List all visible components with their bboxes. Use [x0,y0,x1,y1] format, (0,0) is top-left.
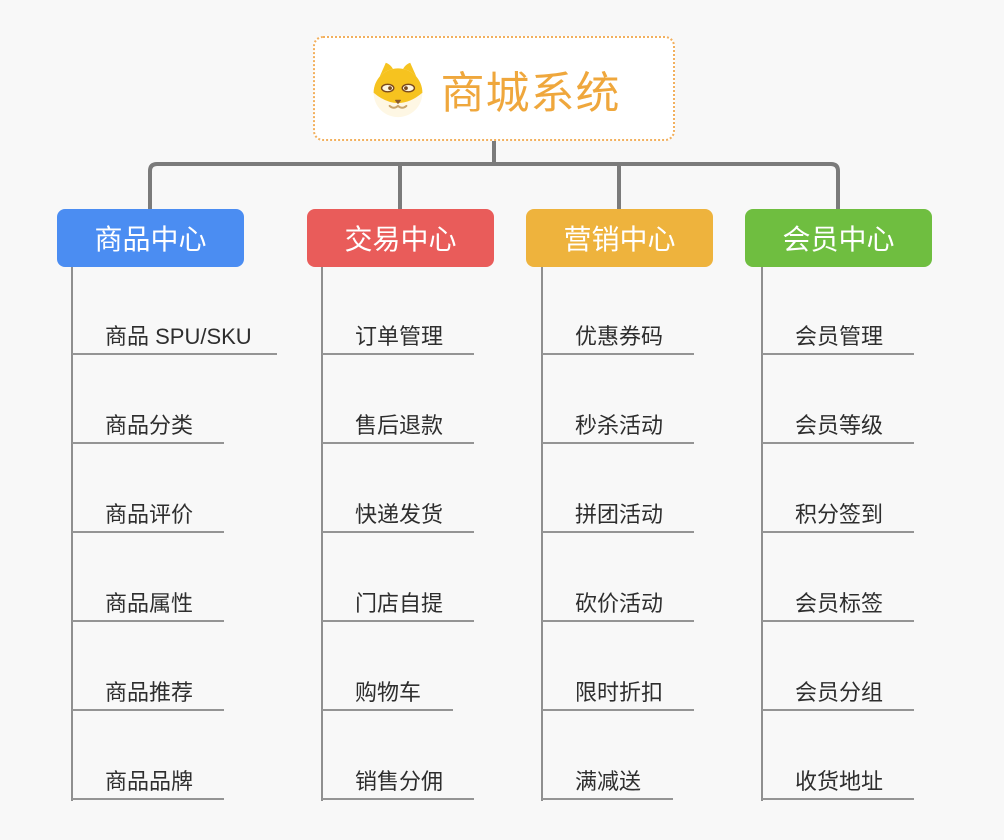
branch-spine [761,267,763,801]
branch-label: 营销中心 [563,224,676,255]
subtopic-node[interactable]: 商品属性 [72,584,224,622]
doge-icon [368,59,428,119]
subtopic-node[interactable]: 商品评价 [72,495,224,533]
root-topic[interactable]: 商城系统 [313,36,675,141]
subtopic-node[interactable]: 商品品牌 [72,762,224,800]
subtopic-node[interactable]: 销售分佣 [322,762,474,800]
subtopic-node[interactable]: 会员等级 [762,406,914,444]
subtopic-node[interactable]: 拼团活动 [542,495,694,533]
subtopic-node[interactable]: 会员分组 [762,673,914,711]
branch-spine [541,267,543,801]
branch-product-center[interactable]: 商品中心 [57,209,244,267]
subtopic-node[interactable]: 订单管理 [322,317,474,355]
branch-spine [321,267,323,801]
branch-spine [71,267,73,801]
branch-marketing-center[interactable]: 营销中心 [526,209,713,267]
subtopic-node[interactable]: 积分签到 [762,495,914,533]
subtopic-node[interactable]: 优惠券码 [542,317,694,355]
branch-member-center[interactable]: 会员中心 [745,209,932,267]
subtopic-node[interactable]: 商品推荐 [72,673,224,711]
subtopic-node[interactable]: 售后退款 [322,406,474,444]
branch-trade-center[interactable]: 交易中心 [307,209,494,267]
subtopic-node[interactable]: 收货地址 [762,762,914,800]
branch-label: 交易中心 [344,224,457,255]
subtopic-node[interactable]: 门店自提 [322,584,474,622]
subtopic-node[interactable]: 满减送 [542,762,673,800]
subtopic-node[interactable]: 会员标签 [762,584,914,622]
subtopic-node[interactable]: 商品分类 [72,406,224,444]
branch-label: 会员中心 [782,224,895,255]
subtopic-node[interactable]: 秒杀活动 [542,406,694,444]
branch-label: 商品中心 [94,224,207,255]
subtopic-node[interactable]: 砍价活动 [542,584,694,622]
subtopic-node[interactable]: 快递发货 [322,495,474,533]
subtopic-node[interactable]: 购物车 [322,673,453,711]
subtopic-node[interactable]: 限时折扣 [542,673,694,711]
subtopic-node[interactable]: 会员管理 [762,317,914,355]
subtopic-node[interactable]: 商品 SPU/SKU [72,317,277,355]
root-topic-label: 商城系统 [440,68,621,118]
